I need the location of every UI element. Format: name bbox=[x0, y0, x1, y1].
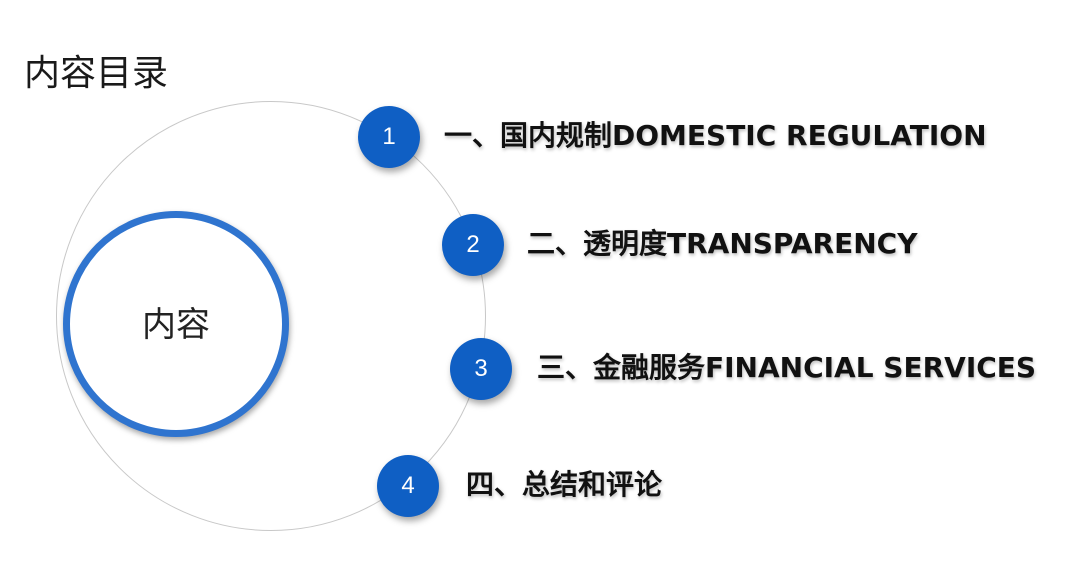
center-circle-label: 内容 bbox=[142, 305, 210, 345]
outer-circle-decoration bbox=[56, 101, 486, 531]
item-2-label: 二、透明度TRANSPARENCY bbox=[527, 227, 918, 260]
item-3-label: 三、金融服务FINANCIAL SERVICES bbox=[537, 351, 1037, 384]
item-1-number-badge: 1 bbox=[358, 106, 420, 168]
page-title: 内容目录 bbox=[24, 53, 169, 94]
item-4-number-badge: 4 bbox=[377, 455, 439, 517]
item-2-number-badge: 2 bbox=[442, 214, 504, 276]
center-circle bbox=[63, 211, 289, 437]
item-4-label: 四、总结和评论 bbox=[466, 468, 663, 501]
item-3-number-badge: 3 bbox=[450, 338, 512, 400]
item-1-label: 一、国内规制DOMESTIC REGULATION bbox=[444, 119, 987, 152]
